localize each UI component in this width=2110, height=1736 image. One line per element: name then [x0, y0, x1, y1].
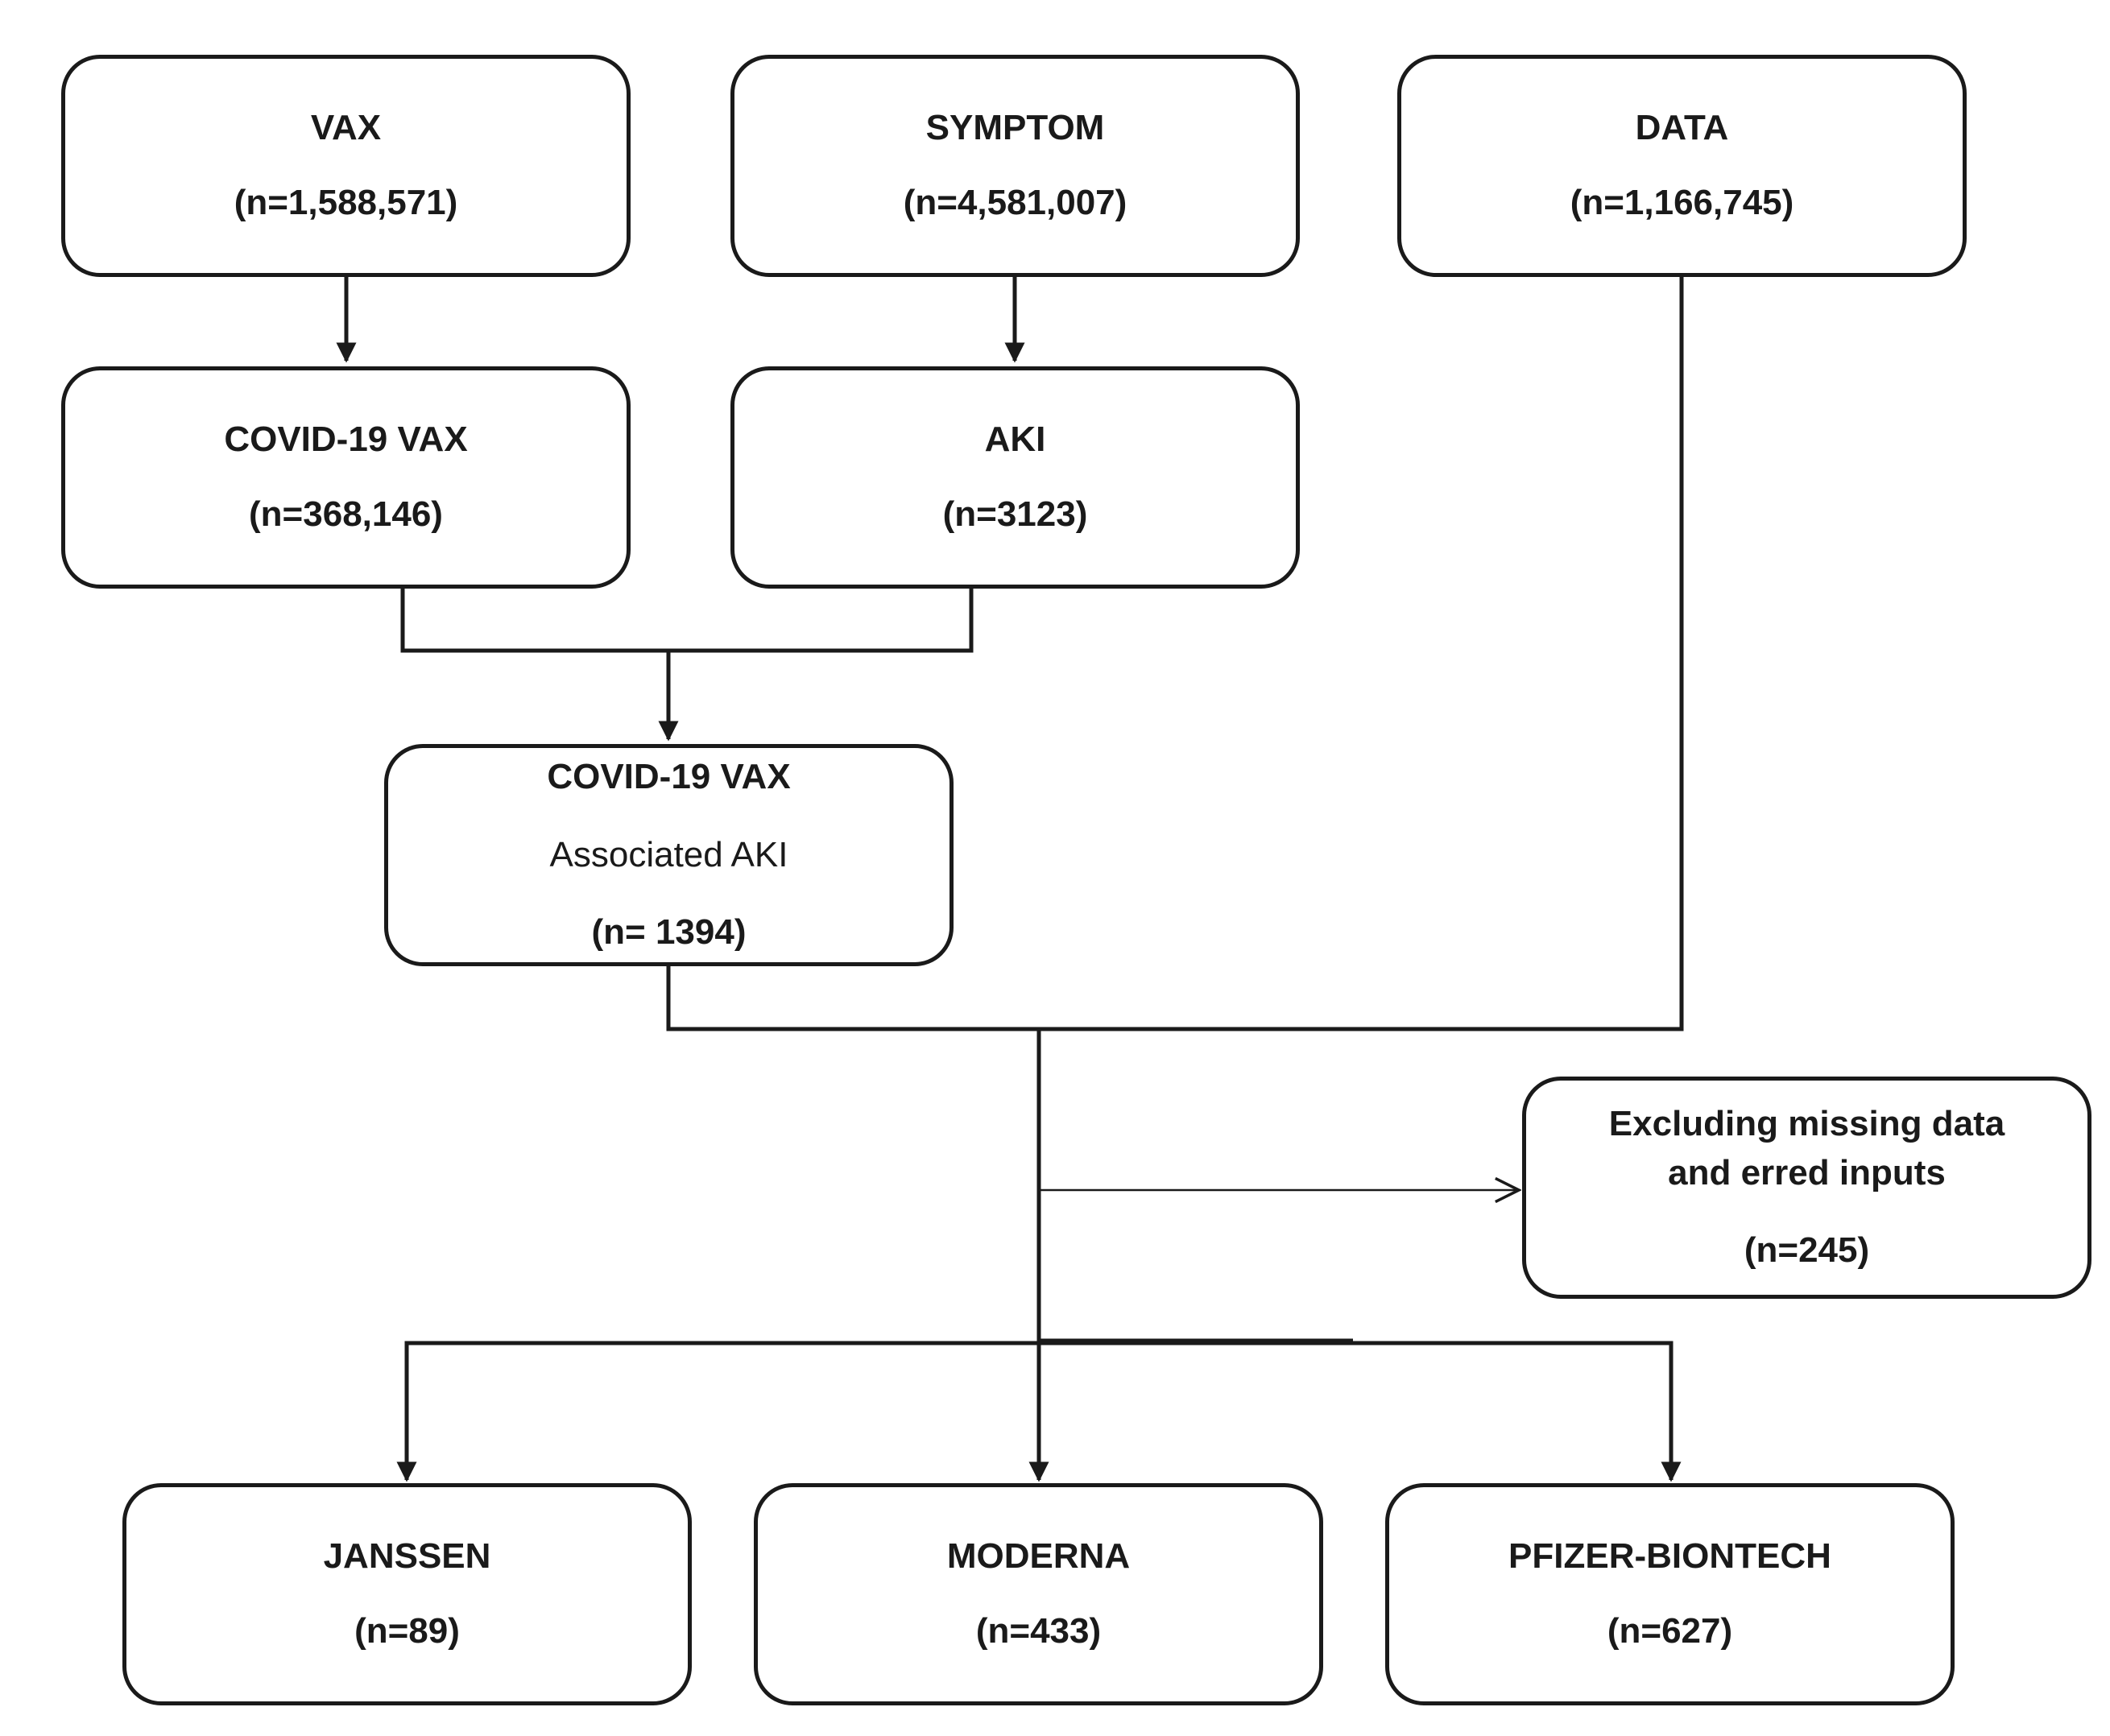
data-title: DATA [1635, 108, 1729, 148]
janssen-box: JANSSEN (n=89) [122, 1483, 692, 1705]
vax-box: VAX (n=1,588,571) [61, 55, 631, 277]
connector-covid-vax-aki-merge [400, 589, 974, 653]
pfizer-title: PFIZER-BIONTECH [1508, 1536, 1831, 1577]
vax-title: VAX [310, 108, 382, 148]
excluded-title-line2: and erred inputs [1668, 1152, 1946, 1192]
covid-vax-count: (n=368,146) [249, 494, 443, 534]
aki-title: AKI [984, 420, 1046, 460]
data-count: (n=1,166,745) [1570, 183, 1794, 222]
arrow-to-janssen [396, 1341, 1039, 1482]
assoc-aki-title-line1: COVID-19 VAX [547, 756, 791, 796]
moderna-title: MODERNA [946, 1536, 1131, 1577]
janssen-title: JANSSEN [323, 1536, 491, 1577]
pfizer-count: (n=627) [1607, 1611, 1733, 1651]
moderna-box: MODERNA (n=433) [754, 1483, 1323, 1705]
excluded-count: (n=245) [1744, 1230, 1870, 1271]
covid-vax-title: COVID-19 VAX [224, 420, 468, 460]
assoc-aki-count: (n= 1394) [591, 912, 747, 953]
pfizer-box: PFIZER-BIONTECH (n=627) [1385, 1483, 1955, 1705]
symptom-box: SYMPTOM (n=4,581,007) [730, 55, 1300, 277]
assoc-aki-box: COVID-19 VAX Associated AKI (n= 1394) [384, 744, 954, 966]
covid-vax-box: COVID-19 VAX (n=368,146) [61, 366, 631, 589]
symptom-title: SYMPTOM [925, 108, 1105, 148]
excluded-box: Excluding missing data and erred inputs … [1522, 1077, 2091, 1299]
arrow-to-pfizer [1039, 1341, 1682, 1482]
assoc-aki-title-line2: Associated AKI [549, 834, 788, 874]
aki-box: AKI (n=3123) [730, 366, 1300, 589]
excluded-title-line1: Excluding missing data [1608, 1103, 2005, 1143]
moderna-count: (n=433) [975, 1611, 1102, 1651]
aki-count: (n=3123) [942, 494, 1088, 534]
data-box: DATA (n=1,166,745) [1397, 55, 1967, 277]
connector-assoc-aki-to-data [666, 276, 1684, 1031]
vax-count: (n=1,588,571) [234, 183, 458, 222]
symptom-count: (n=4,581,007) [903, 183, 1127, 222]
janssen-count: (n=89) [354, 1611, 460, 1651]
